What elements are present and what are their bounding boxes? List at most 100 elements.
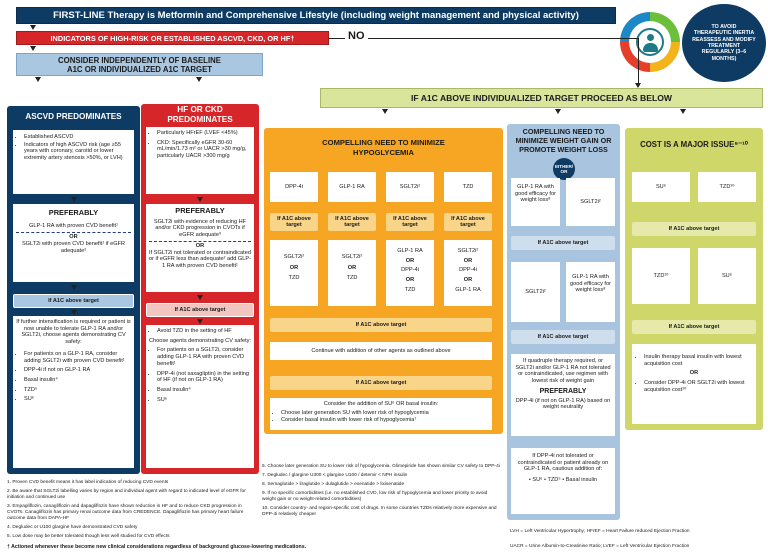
if-a1c-above-target-banner: IF A1C ABOVE INDIVIDUALIZED TARGET PROCE… xyxy=(320,88,763,108)
cost-if-a1c: If A1C above target xyxy=(632,222,756,236)
hf-choose-text: Choose agents demonstrating CV safety: xyxy=(149,337,251,344)
ascvd-further-text: If further intensification is required o… xyxy=(16,319,131,346)
cost-tzd: TZD¹⁰ xyxy=(698,172,756,202)
footnote-8: 8. Semaglutide > liraglutide > dulagluti… xyxy=(262,482,405,487)
footnote-2: 2. Be aware that SGLT2i labelling varies… xyxy=(7,489,246,500)
footnotes-col-2: 6. Choose later generation SU to lower r… xyxy=(262,464,502,518)
hypo-if-a1c-row-2: If A1C above target xyxy=(270,376,492,390)
ascvd-pref-sglt2i: SGLT2i with proven CVD benefit¹ if eGFR … xyxy=(21,241,126,254)
hf-intensification: Avoid TZD in the setting of HF Choose ag… xyxy=(146,325,254,468)
footnote-6: 6. Choose later generation SU to lower r… xyxy=(262,464,500,469)
cost-or: OR xyxy=(689,370,699,377)
hypo-consider-1: Choose later generation SU with lower ri… xyxy=(281,410,489,417)
abbreviations-1: LVH = Left Ventricular Hypertrophy; HFrE… xyxy=(510,529,690,534)
abbreviations-2: UACR = Urine Albumin-to-Creatinine Ratio… xyxy=(510,544,690,549)
hf-or: OR xyxy=(195,242,205,249)
hf-avoid-tzd: Avoid TZD in the setting of HF xyxy=(157,328,251,335)
footnote-1: 1. Proven CVD benefit means it has label… xyxy=(7,480,169,485)
ascvd-indicators: Established ASCVD Indicators of high ASC… xyxy=(13,130,134,194)
weight-last-text: If DPP-4i not tolerated or contraindicat… xyxy=(517,453,609,473)
weight-quad-text: If quadruple therapy required, or SGLT2i… xyxy=(515,358,611,385)
hf-header: HF OR CKD PREDOMINATES xyxy=(141,105,259,125)
cost-insulin: Insulin therapy basal insulin with lowes… xyxy=(644,354,752,367)
hypo-consider-box: Consider the addition of SU⁶ OR basal in… xyxy=(270,398,492,430)
ascvd-header: ASCVD PREDOMINATES xyxy=(25,112,122,121)
hypo-if-a1c-1: If A1C above target xyxy=(270,213,318,231)
footnote-10: 10. Consider country- and region-specifi… xyxy=(262,506,497,517)
consider-line-1: CONSIDER INDEPENDENTLY OF BASELINE xyxy=(58,55,221,65)
hypo-if-a1c-2: If A1C above target xyxy=(328,213,376,231)
cost-if-a1c-2: If A1C above target xyxy=(632,320,756,334)
weight-last-options: • SU⁶ • TZD⁵ • Basal insulin xyxy=(528,477,598,484)
weight-sglt2i: SGLT2i² xyxy=(566,178,615,226)
footnote-7: 7. Degludec / glargine U300 < glargine U… xyxy=(262,473,408,478)
weight-if-a1c: If A1C above target xyxy=(511,236,615,250)
ascvd-bullet-2: Indicators of high ASCVD risk (age ≥55 y… xyxy=(24,142,131,162)
no-label: NO xyxy=(345,30,368,42)
ascvd-option-2: DPP-4i if not on GLP-1 RA xyxy=(24,367,131,374)
cost-dpp4i: Consider DPP-4i OR SGLT2i with lowest ac… xyxy=(644,380,752,393)
hf-option-4: SU⁶ xyxy=(157,397,251,404)
hypo-drug-dpp4i: DPP-4i xyxy=(270,172,318,202)
person-icon xyxy=(636,28,664,56)
footnote-9: 9. If no specific comorbidities (i.e. no… xyxy=(262,491,488,502)
ascvd-preferably-box: PREFERABLY GLP-1 RA with proven CVD bene… xyxy=(13,204,134,282)
hf-pref-glp1: If SGLT2i not tolerated or contraindicat… xyxy=(149,249,251,269)
hypo-header-1: COMPELLING NEED TO MINIMIZE xyxy=(322,138,445,147)
footnote-dagger: † Actioned whenever these become new cli… xyxy=(7,544,307,550)
weight-quad-box: If quadruple therapy required, or SGLT2i… xyxy=(511,354,615,436)
hf-bullet-1: Particularly HFrEF (LVEF <45%) xyxy=(157,130,251,137)
hf-header-2: PREDOMINATES xyxy=(167,115,233,124)
reassess-badge: TO AVOID THERAPEUTIC INERTIA REASSESS AN… xyxy=(620,2,768,82)
cost-header: COST IS A MAJOR ISSUE⁹⁻¹⁰ xyxy=(640,140,748,149)
hypo-drug-glp1: GLP-1 RA xyxy=(328,172,376,202)
cost-su-2: SU⁶ xyxy=(698,248,756,304)
hf-bullet-2: CKD: Specifically eGFR 30-60 mL/min/1.73… xyxy=(157,140,251,160)
ascvd-intensification: If further intensification is required o… xyxy=(13,316,134,468)
hypo-if-a1c-row: If A1C above target xyxy=(270,318,492,332)
weight-preferably: PREFERABLY xyxy=(539,387,587,395)
first-line-therapy-banner: FIRST-LINE Therapy is Metformin and Comp… xyxy=(16,7,616,24)
cost-su: SU⁶ xyxy=(632,172,690,202)
footnotes-col-1: 1. Proven CVD benefit means it has label… xyxy=(7,480,252,540)
hypo-drug-sglt2i: SGLT2i² xyxy=(386,172,434,202)
ascvd-or: OR xyxy=(69,234,78,241)
weight-pref-dpp4i: DPP-4i (if not on GLP-1 RA) based on wei… xyxy=(515,397,611,411)
weight-last-box: If DPP-4i not tolerated or contraindicat… xyxy=(511,448,615,514)
hf-preferably-box: PREFERABLY SGLT2i with evidence of reduc… xyxy=(146,204,254,292)
ascvd-option-4: TZD⁵ xyxy=(24,387,131,394)
hypo-continue: Continue with addition of other agents a… xyxy=(270,342,492,360)
ascvd-if-a1c: If A1C above target xyxy=(13,294,134,308)
footnote-5: 5. Low dose may be better tolerated thou… xyxy=(7,534,170,539)
badge-text: TO AVOID THERAPEUTIC INERTIA REASSESS AN… xyxy=(692,23,756,62)
high-risk-indicators-banner: INDICATORS OF HIGH-RISK OR ESTABLISHED A… xyxy=(16,31,329,45)
weight-glp1: GLP-1 RA with good efficacy for weight l… xyxy=(511,178,560,226)
hf-preferably: PREFERABLY xyxy=(175,206,225,215)
either-or-badge: EITHER/ OR xyxy=(553,158,575,180)
ascvd-pref-glp1: GLP-1 RA with proven CVD benefit¹ xyxy=(29,222,118,229)
footnote-4: 4. Degludec or U100 glargine have demons… xyxy=(7,525,138,530)
weight-if-a1c-2: If A1C above target xyxy=(511,330,615,344)
ascvd-option-3: Basal insulin⁴ xyxy=(24,377,131,384)
ascvd-option-1: For patients on a GLP-1 RA, consider add… xyxy=(24,351,131,364)
hf-option-3: Basal insulin⁴ xyxy=(157,387,251,394)
weight-header: COMPELLING NEED TO MINIMIZE WEIGHT GAIN … xyxy=(515,127,612,154)
hf-indicators: Particularly HFrEF (LVEF <45%) CKD: Spec… xyxy=(146,127,254,194)
hf-option-1: For patients on a SGLT2i, consider addin… xyxy=(157,347,251,367)
hypo-if-a1c-4: If A1C above target xyxy=(444,213,492,231)
hypo-if-a1c-3: If A1C above target xyxy=(386,213,434,231)
ascvd-preferably: PREFERABLY xyxy=(48,208,99,217)
hf-option-2: DPP-4i (not saxagliptin) in the setting … xyxy=(157,371,251,384)
hf-header-1: HF OR CKD xyxy=(177,105,223,114)
cost-tzd-2: TZD¹⁰ xyxy=(632,248,690,304)
consider-line-2: A1C OR INDIVIDUALIZED A1C TARGET xyxy=(66,64,213,74)
ascvd-bullet-1: Established ASCVD xyxy=(24,134,131,141)
hypo-consider-text: Consider the addition of SU⁶ OR basal in… xyxy=(323,401,439,407)
hypo-header: COMPELLING NEED TO MINIMIZE HYPOGLYCEMIA xyxy=(264,138,503,157)
hf-if-a1c: If A1C above target xyxy=(146,303,254,317)
ascvd-option-5: SU⁶ xyxy=(24,396,131,403)
weight-glp1-2: GLP-1 RA with good efficacy for weight l… xyxy=(566,262,615,322)
